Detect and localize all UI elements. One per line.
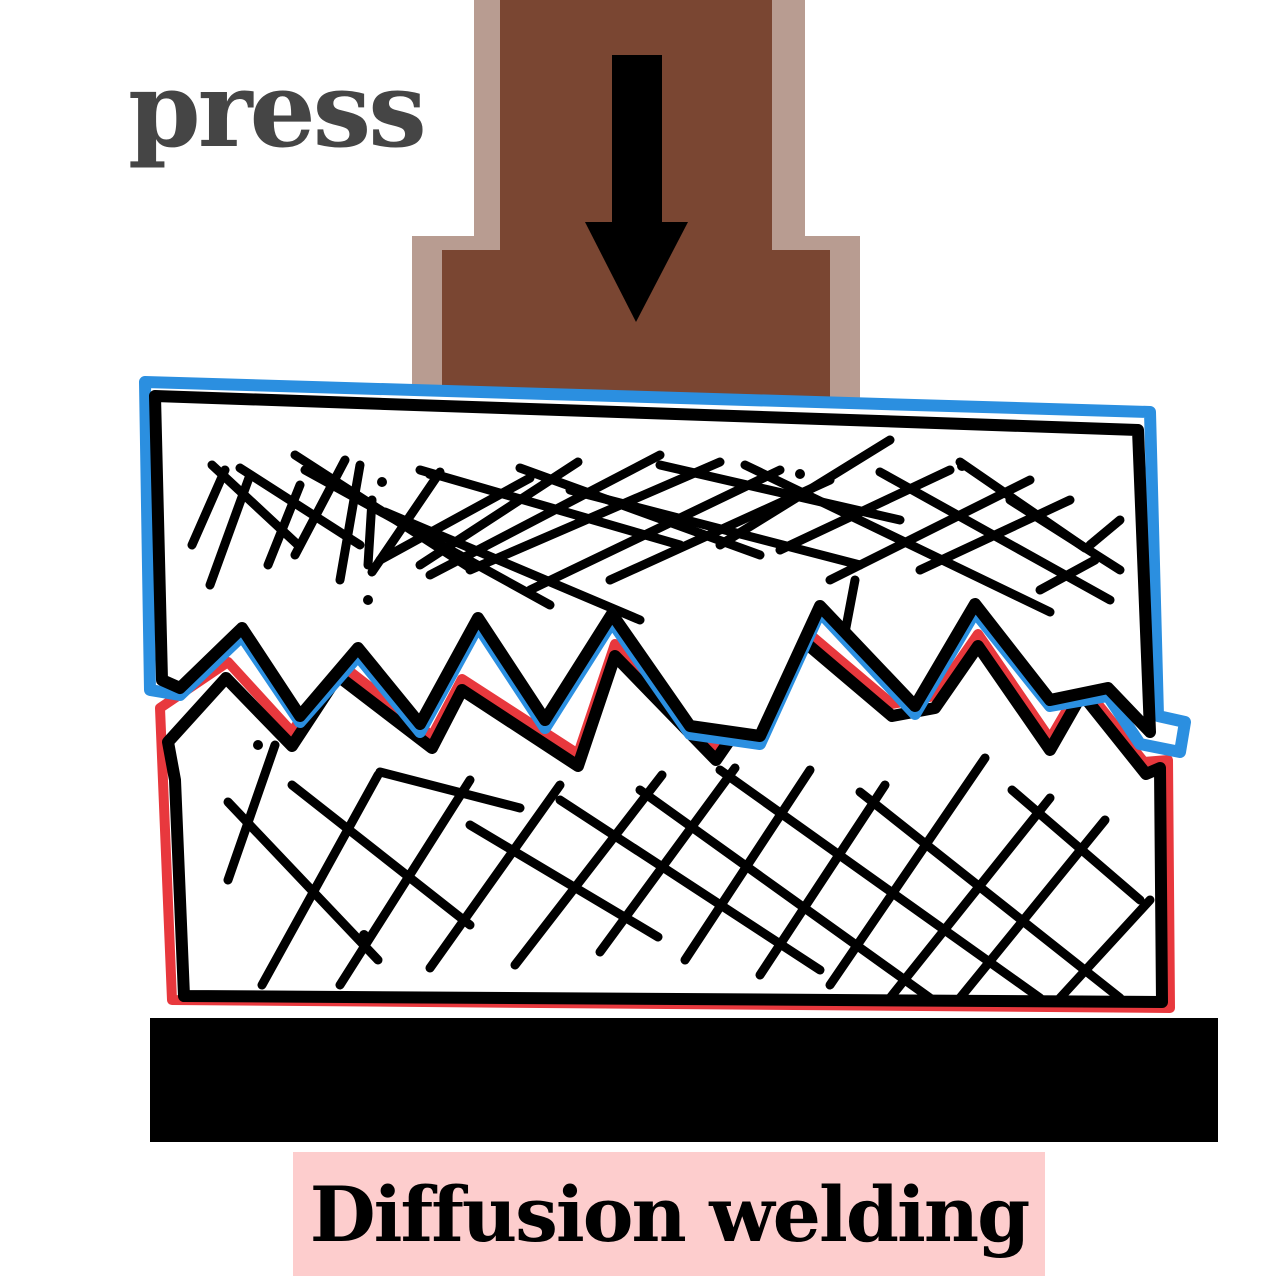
down-arrow-icon [585,55,688,322]
bottom-workpiece-hatching [223,740,1155,1000]
press-label: press [128,48,427,171]
top-workpiece-black-border [149,390,1156,742]
top-workpiece [139,376,1191,758]
bottom-workpiece-black-border [162,632,1168,1008]
diagram-title: Diffusion welding [293,1152,1045,1276]
base-plate [150,1018,1218,1142]
top-workpiece-hatching [187,435,1125,727]
